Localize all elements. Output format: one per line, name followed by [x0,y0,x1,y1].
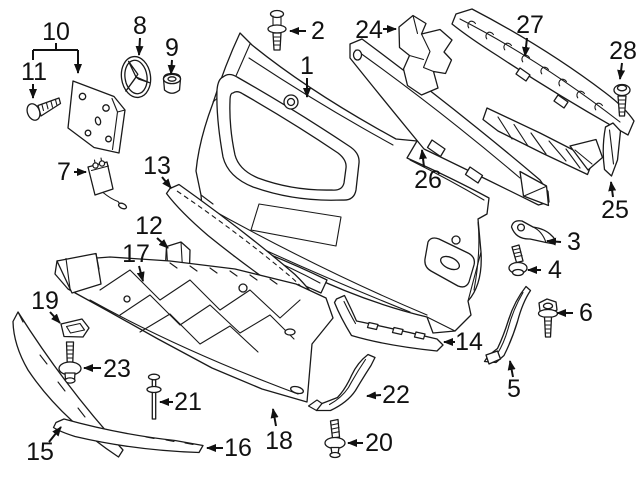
callout-3: 3 [546,228,581,256]
callout-number-28: 28 [609,37,637,65]
callout-24: 24 [355,16,397,44]
callout-arrow [270,408,279,427]
callout-number-22: 22 [382,381,410,409]
callout-number-4: 4 [548,256,562,284]
part-7-sensor-bracket [87,157,128,210]
callout-16: 16 [206,434,252,462]
callout-arrow [135,37,144,56]
part-27-energy-absorber [451,8,635,176]
part-6-bolt [537,298,559,338]
callout-21: 21 [159,388,202,416]
callout-6: 6 [556,299,593,327]
part-18-under-shield [54,252,334,403]
callout-17: 17 [122,240,150,282]
callout-number-11: 11 [21,58,47,86]
part-1-bumper-cover [195,32,490,334]
callout-4: 4 [527,256,562,284]
callout-number-9: 9 [165,34,179,62]
part-28-screw [613,83,631,117]
callout-number-3: 3 [567,228,581,256]
callout-number-8: 8 [133,12,147,40]
callout-number-7: 7 [57,158,71,186]
callout-number-12: 12 [135,212,163,240]
callout-9: 9 [165,34,179,75]
callout-number-13: 13 [143,152,171,180]
callout-20: 20 [347,429,393,457]
part-19-clip [60,318,90,338]
callout-number-15: 15 [26,438,54,466]
callout-arrow [617,62,626,80]
callout-number-25: 25 [601,196,629,224]
callout-arrow [167,59,176,75]
callout-23: 23 [83,355,131,383]
part-26-impact-bar [349,38,550,207]
callout-number-20: 20 [365,429,393,457]
part-25-side-rail [602,122,622,177]
callout-arrow [546,237,562,246]
callout-27: 27 [516,11,544,57]
callout-5: 5 [507,360,521,403]
callout-arrow [608,181,617,198]
callout-2: 2 [289,17,325,45]
callout-number-21: 21 [174,388,202,416]
part-20-screw [324,418,346,459]
callout-number-5: 5 [507,375,521,403]
callout-number-23: 23 [103,355,131,383]
callout-number-6: 6 [579,299,593,327]
part-10-license-bracket [67,80,126,154]
callout-11: 11 [21,58,47,99]
part-4-screw [508,244,528,277]
part-23-screw [58,341,82,384]
callout-28: 28 [609,37,637,80]
callout-arrow [49,311,61,324]
part-2-push-rivet [267,9,287,51]
callout-arrow [48,426,62,443]
callout-number-26: 26 [414,166,442,194]
part-5-side-bracket [483,285,532,365]
part-22-bracket [307,353,376,412]
callout-25: 25 [601,181,629,224]
part-3-tow-bracket [510,220,556,245]
callout-arrow [161,176,172,189]
part-8-emblem [120,55,152,99]
callout-number-17: 17 [122,240,150,268]
callout-15: 15 [26,426,62,466]
callout-number-10: 10 [42,18,70,46]
callout-number-2: 2 [311,17,325,45]
callout-arrow [522,37,530,57]
callout-number-27: 27 [516,11,544,39]
callout-arrow [156,237,169,249]
callout-arrow [419,149,428,168]
callout-8: 8 [133,12,147,56]
part-24-mount-bracket [398,14,453,96]
callout-number-18: 18 [265,427,293,455]
callout-number-16: 16 [224,434,252,462]
callout-12: 12 [135,212,169,249]
part-16-trim-strip [52,418,204,454]
callout-22: 22 [366,381,410,409]
callout-10: 10 [32,18,82,74]
callout-number-1: 1 [300,52,314,80]
callout-19: 19 [31,287,61,324]
part-21-pin [146,373,162,420]
part-9-nut [162,72,182,94]
callout-13: 13 [143,152,172,189]
callout-7: 7 [57,158,87,186]
callout-number-14: 14 [455,328,483,356]
callout-arrow [507,360,516,378]
callout-number-19: 19 [31,287,59,315]
callout-14: 14 [443,328,483,356]
callout-18: 18 [265,408,293,455]
part-11-screw [26,97,62,121]
callout-arrow [366,391,382,400]
callout-26: 26 [414,149,442,194]
callout-arrow [136,265,145,282]
callout-1: 1 [300,52,314,98]
callout-number-24: 24 [355,16,383,44]
